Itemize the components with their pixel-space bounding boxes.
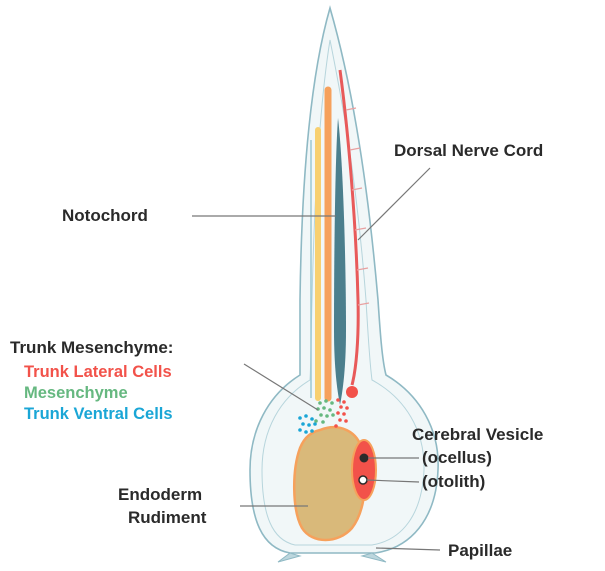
leader-dorsal-nerve-cord [358,168,430,240]
otolith-shape [359,476,367,484]
label-notochord: Notochord [62,206,148,225]
ocellus-shape [360,454,369,463]
legend-mesenchyme: Mesenchyme [24,384,128,402]
label-otolith: (otolith) [422,472,485,491]
label-cerebral-vesicle: Cerebral Vesicle [412,425,543,444]
papilla-left [278,553,300,562]
label-dorsal-nerve-cord: Dorsal Nerve Cord [394,141,543,160]
cerebral-vesicle-shape [352,440,376,500]
legend-trunk-ventral-cells: Trunk Ventral Cells [24,405,173,423]
nerve-cord-bulb [346,386,358,398]
label-papillae: Papillae [448,541,512,560]
papilla-right [362,553,386,562]
label-ocellus: (ocellus) [422,448,492,467]
label-endoderm-line1: Endoderm [118,485,202,504]
label-trunk-mesenchyme-heading: Trunk Mesenchyme: [10,338,173,357]
label-endoderm-line2: Rudiment [128,508,207,527]
legend-trunk-lateral-cells: Trunk Lateral Cells [24,363,172,381]
